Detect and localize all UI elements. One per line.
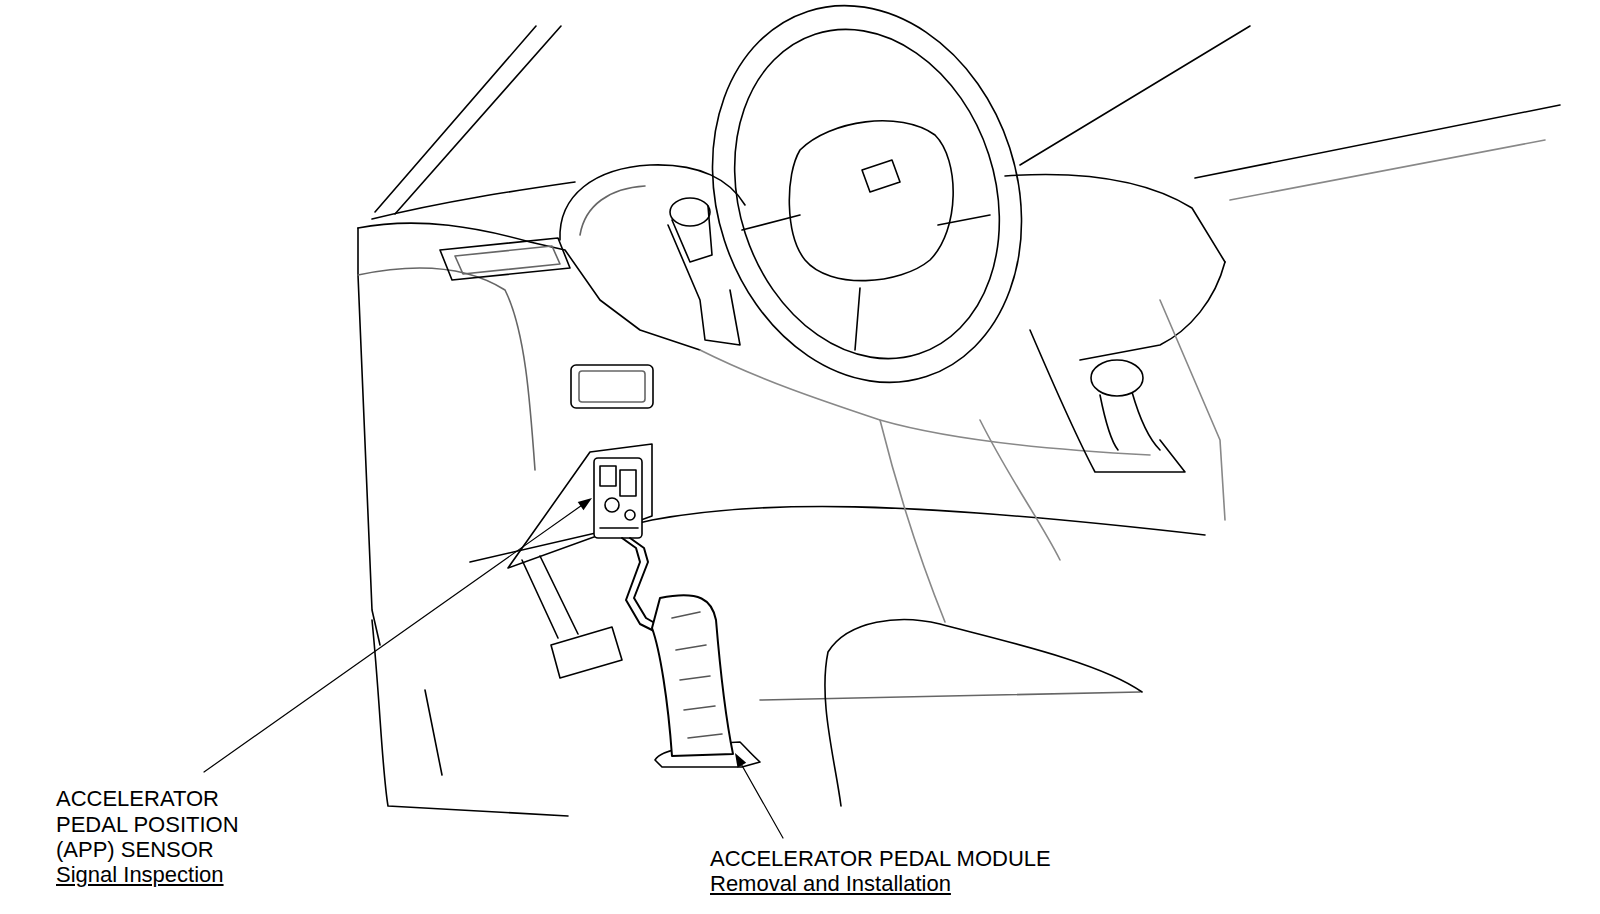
seat <box>825 620 1142 806</box>
app-sensor <box>594 458 642 538</box>
dash-top <box>1005 174 1225 262</box>
procedure-link: Signal Inspection <box>56 862 224 888</box>
steering-wheel <box>665 0 1069 423</box>
panel-opening <box>579 371 645 402</box>
tunnel <box>980 420 1060 560</box>
steering-wheel <box>693 0 1040 393</box>
cluster-hood <box>560 165 745 240</box>
windshield-edge <box>1020 26 1250 165</box>
dash-contour <box>358 268 535 470</box>
part-label: ACCELERATOR PEDAL MODULE <box>710 846 1051 872</box>
steering-column <box>668 225 740 345</box>
part-label: ACCELERATOR PEDAL POSITION (APP) SENSOR <box>56 786 271 863</box>
app-sensor-detail <box>600 527 638 529</box>
a-pillar <box>375 26 536 212</box>
leader-line <box>204 503 585 772</box>
app-sensor-detail <box>620 470 636 496</box>
door-line <box>1230 140 1545 200</box>
dash-contour <box>700 350 1150 455</box>
steering-spoke <box>742 215 990 350</box>
dash-side <box>358 228 380 645</box>
brake-pedal <box>551 627 622 678</box>
door-line <box>1195 105 1560 178</box>
app-sensor-detail <box>605 498 619 512</box>
brake-arm <box>522 556 578 638</box>
panel-opening <box>571 365 653 408</box>
pedal-ribs <box>672 612 722 738</box>
air-vent <box>455 246 560 274</box>
horn-emblem <box>862 160 900 192</box>
accelerator-pedal <box>652 595 733 756</box>
floor-line <box>760 692 1140 700</box>
shifter-knob <box>1091 360 1143 396</box>
stalk-end <box>670 198 710 226</box>
console <box>1160 300 1225 520</box>
tunnel <box>880 420 945 622</box>
dash-top <box>372 182 575 219</box>
arrowhead <box>735 753 746 768</box>
air-vent <box>440 238 570 280</box>
leader-line <box>740 762 783 838</box>
console <box>1030 330 1185 472</box>
a-pillar <box>395 26 561 214</box>
app-sensor-detail <box>600 466 616 486</box>
dash-face <box>358 223 700 350</box>
dash-right <box>1080 262 1225 360</box>
app-sensor-detail <box>625 510 635 520</box>
procedure-link: Removal and Installation <box>710 871 951 897</box>
shifter-boot <box>1100 392 1160 450</box>
cluster-dial <box>580 186 645 235</box>
stalk <box>672 206 712 262</box>
steering-hub <box>789 121 953 281</box>
arrowhead <box>578 498 592 510</box>
dash-lower-edge <box>470 506 1205 562</box>
floor-line <box>372 620 568 816</box>
floor-line <box>425 690 442 775</box>
